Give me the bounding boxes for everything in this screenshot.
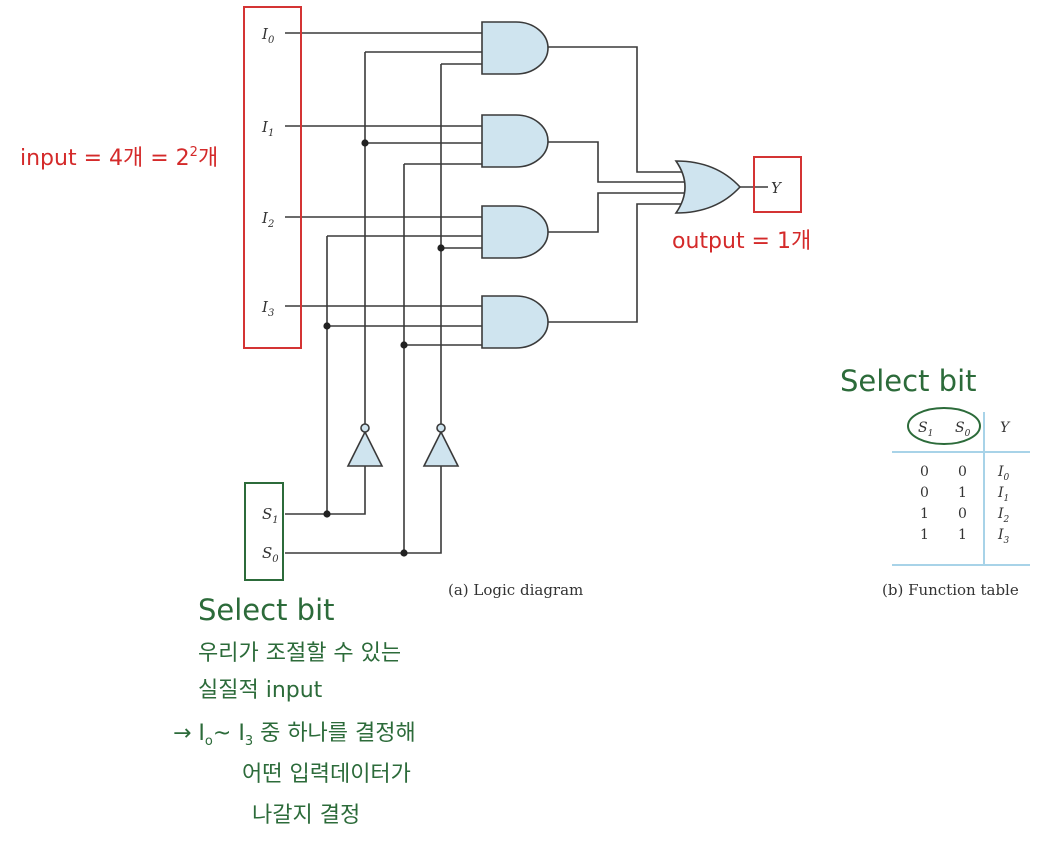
label-s1: S1 <box>262 505 279 526</box>
select-highlight-box <box>244 482 284 581</box>
output-highlight-box <box>753 156 802 213</box>
table-header-s0: S0 <box>955 420 971 439</box>
and-gate-1 <box>481 114 549 168</box>
table-row-2-s1: 1 <box>920 506 929 522</box>
caption-function-table: (b) Function table <box>882 581 1019 599</box>
table-header-y: Y <box>1000 420 1011 436</box>
wire-and2-or <box>548 192 690 233</box>
select-bit-note-left: Select bit <box>198 593 335 627</box>
label-s0: S0 <box>262 544 279 565</box>
table-row-0-s1: 0 <box>920 464 929 480</box>
table-row-1-y: I1 <box>997 485 1009 504</box>
table-row-1-s1: 0 <box>920 485 929 501</box>
label-i1: I1 <box>261 118 274 139</box>
and-gate-2 <box>481 205 549 259</box>
select-desc-line-2: 실질적 input <box>198 678 323 703</box>
label-i3: I3 <box>261 298 274 319</box>
select-desc-line-1: 우리가 조절할 수 있는 <box>198 641 401 666</box>
input-count-note: input = 4개 = 22개 <box>20 145 218 171</box>
caption-logic-diagram: (a) Logic diagram <box>448 581 583 599</box>
wire-s1 <box>285 466 366 515</box>
label-i0: I0 <box>261 25 275 46</box>
table-row-3-s1: 1 <box>920 527 929 543</box>
function-table: S1 S0 Y 0 0 I0 0 1 I1 1 0 I2 1 1 I3 (b) … <box>882 407 1030 599</box>
label-y: Y <box>771 179 783 197</box>
not-bubble-s1 <box>360 423 370 433</box>
and-gate-0 <box>481 21 549 75</box>
select-desc-line-3: → Io~ I3 중 하나를 결정해 <box>173 721 416 749</box>
junction-s0 <box>400 549 408 557</box>
select-desc-line-4: 어떤 입력데이터가 <box>242 762 411 787</box>
wire-s0 <box>285 466 442 554</box>
not-gate-s1 <box>346 430 384 467</box>
select-desc-line-5: 나갈지 결정 <box>252 803 360 828</box>
table-row-2-y: I2 <box>997 506 1010 525</box>
junction-a <box>361 139 369 147</box>
select-header-circle <box>907 407 981 445</box>
junction-s1 <box>323 510 331 518</box>
table-row-2-s0: 0 <box>958 506 967 522</box>
and-gate-3 <box>481 295 549 349</box>
or-gate <box>674 160 742 214</box>
select-bit-note-right: Select bit <box>840 364 977 398</box>
junction-b <box>437 244 445 252</box>
junction-d <box>400 341 408 349</box>
not-bubble-s0 <box>436 423 446 433</box>
table-row-0-y: I0 <box>997 464 1010 483</box>
wire-and0-or <box>548 46 688 173</box>
wire-and3-or <box>548 203 688 323</box>
output-count-note: output = 1개 <box>672 229 811 254</box>
table-row-0-s0: 0 <box>958 464 967 480</box>
table-row-3-y: I3 <box>997 527 1010 546</box>
junction-c <box>323 322 331 330</box>
not-gate-s0 <box>422 430 460 467</box>
wire-and1-or <box>548 141 690 183</box>
label-i2: I2 <box>261 209 274 230</box>
table-row-3-s0: 1 <box>958 527 967 543</box>
input-highlight-box <box>243 6 302 349</box>
table-row-1-s0: 1 <box>958 485 967 501</box>
table-header-s1: S1 <box>918 420 933 439</box>
